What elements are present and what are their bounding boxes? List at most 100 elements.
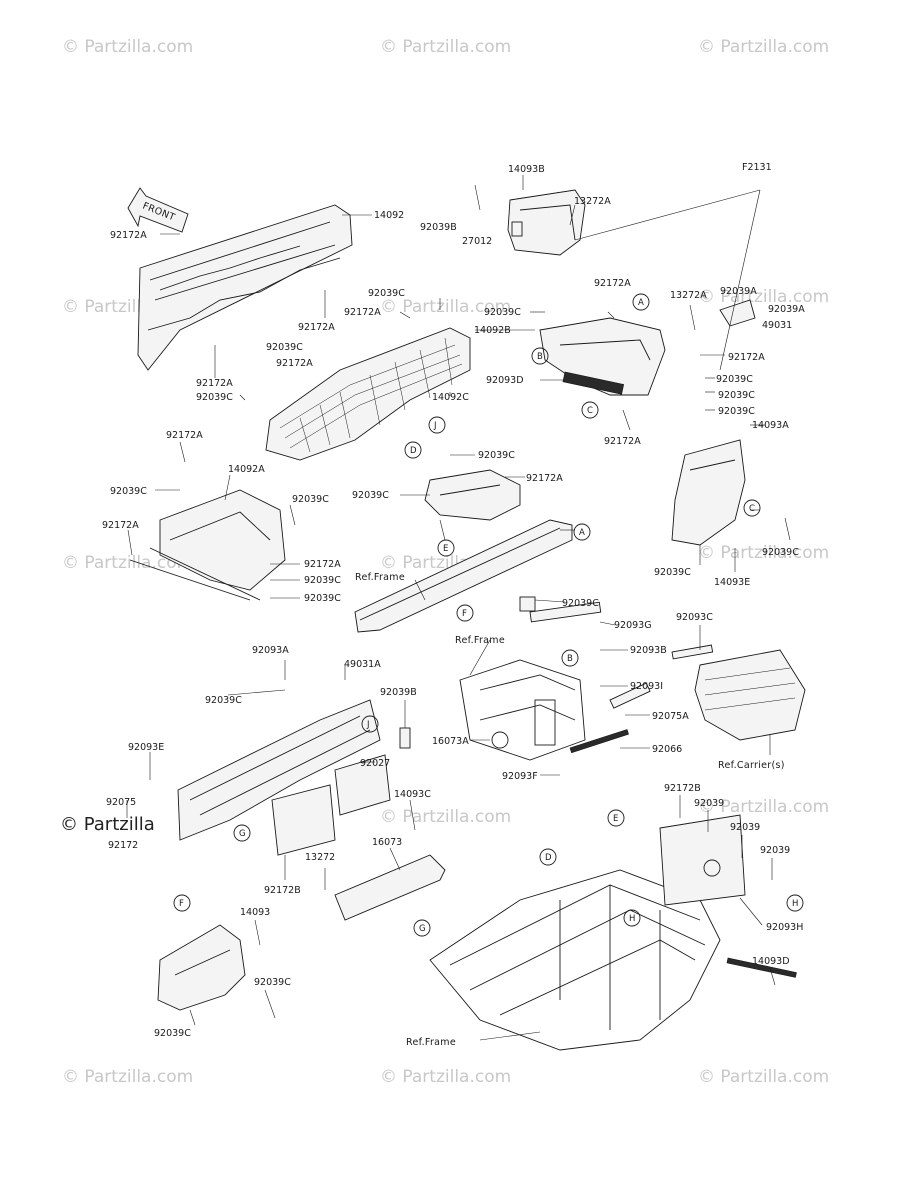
- front-arrow: FRONT: [127, 187, 189, 233]
- side-watermark: © Partzilla: [60, 814, 155, 835]
- part-labels: 14092 92172A 92172A 92172A 92039C 14093B…: [102, 164, 805, 1039]
- watermark-text: © Partzilla.com: [62, 1067, 193, 1087]
- callout-letter: G: [239, 829, 246, 839]
- part-label: 92093C: [676, 612, 713, 623]
- part-14092-drawing: [137, 204, 353, 371]
- ref-frame-label: Ref.Frame: [406, 1037, 456, 1048]
- part-label: 92172A: [304, 559, 341, 570]
- callout-circle: J: [361, 715, 379, 733]
- callout-circle: A: [632, 293, 650, 311]
- part-label: 13272A: [574, 196, 611, 207]
- part-label: 92039C: [292, 494, 329, 505]
- part-14093D-drawing: [157, 924, 246, 1011]
- callout-letter: A: [579, 528, 585, 538]
- part-label: 92039: [730, 822, 760, 833]
- callout-letter: H: [629, 914, 635, 924]
- watermark-text: © Partzilla.com: [698, 1067, 829, 1087]
- frame-beam-drawing: [354, 519, 573, 633]
- ref-frame-label: Ref.Frame: [355, 572, 405, 583]
- part-label: 92172A: [298, 322, 335, 333]
- callout-circle: A: [573, 523, 591, 541]
- part-label: 92093H: [766, 922, 803, 933]
- callout-letter: A: [638, 298, 644, 308]
- callout-letter: H: [792, 899, 798, 909]
- part-label: 14093B: [508, 164, 545, 175]
- part-label: 92027: [360, 758, 390, 769]
- part-14092C-drawing: [265, 327, 471, 461]
- callout-circle: E: [437, 539, 455, 557]
- part-label: 92172: [108, 840, 138, 851]
- ref-frame-label: Ref.Frame: [455, 635, 505, 646]
- part-label: 92039C: [718, 406, 755, 417]
- part-label: 92075: [106, 797, 136, 808]
- part-label: 92172A: [594, 278, 631, 289]
- part-label: 49031A: [344, 659, 381, 670]
- part-label: 14092: [374, 210, 404, 221]
- part-label: 92172A: [276, 358, 313, 369]
- part-label: 92172B: [264, 885, 301, 896]
- part-label: 92066: [652, 744, 682, 755]
- callout-letter: D: [410, 446, 417, 456]
- part-14093B-drawing: [507, 189, 586, 256]
- part-label: 92039B: [420, 222, 457, 233]
- watermark-text: © Partzilla.com: [380, 807, 511, 827]
- part-label: 92172A: [110, 230, 147, 241]
- callout-circle: D: [539, 848, 557, 866]
- part-label: 92039C: [762, 547, 799, 558]
- part-label: 92172A: [526, 473, 563, 484]
- callout-circle: G: [233, 824, 251, 842]
- watermark-text: © Partzilla.com: [62, 553, 193, 573]
- watermark-text: © Partzilla.com: [698, 37, 829, 57]
- part-label: 92039C: [254, 977, 291, 988]
- part-92093G-drawing: [519, 596, 536, 612]
- part-49031-drawing: [719, 299, 756, 327]
- watermark-text: © Partzilla.com: [380, 297, 511, 317]
- part-label: 14093E: [714, 577, 750, 588]
- part-label: 92039C: [304, 593, 341, 604]
- callout-letter: G: [419, 924, 426, 934]
- callout-circle: J: [428, 416, 446, 434]
- watermark-text: © Partzilla.com: [62, 37, 193, 57]
- reference-labels: Ref.Frame Ref.Frame Ref.Carrier(s) Ref.F…: [355, 572, 784, 1048]
- callout-circle: G: [413, 919, 431, 937]
- callouts: A B C J D E A C F B J G E D H H F G: [173, 293, 804, 937]
- callout-letter: J: [366, 720, 370, 730]
- main-frame-drawing: [429, 869, 721, 1051]
- part-label: 92039C: [196, 392, 233, 403]
- part-label: 92039C: [304, 575, 341, 586]
- callout-letter: B: [537, 352, 543, 362]
- part-label: 92039C: [368, 288, 405, 299]
- callout-circle: H: [786, 894, 804, 912]
- part-label: 92039A: [720, 286, 757, 297]
- part-label: 92172A: [166, 430, 203, 441]
- part-label: 92039C: [266, 342, 303, 353]
- part-label: 92172A: [102, 520, 139, 531]
- callout-letter: B: [567, 654, 573, 664]
- callout-circle: C: [581, 401, 599, 419]
- part-14092A-drawing: [129, 489, 286, 601]
- part-92093C-drawing: [529, 601, 602, 623]
- part-label: 92172A: [604, 436, 641, 447]
- part-label: 92093A: [252, 645, 289, 656]
- part-16073-drawing: [271, 784, 336, 856]
- callout-circle: F: [173, 894, 191, 912]
- part-14093A-drawing: [424, 469, 521, 521]
- part-label: 92093B: [630, 645, 667, 656]
- part-label: 92093G: [614, 620, 652, 631]
- part-label: 92093F: [502, 771, 538, 782]
- part-label: 92039C: [352, 490, 389, 501]
- part-label: 92039C: [716, 374, 753, 385]
- part-label: 92039B: [380, 687, 417, 698]
- callout-letter: F: [462, 609, 467, 619]
- watermark-text: © Partzilla.com: [380, 37, 511, 57]
- callout-circle: D: [404, 441, 422, 459]
- part-label: 14093C: [394, 789, 431, 800]
- part-92093D-drawing: [562, 371, 625, 395]
- part-92093E-drawing: [609, 682, 651, 709]
- part-label: 16073A: [432, 736, 469, 747]
- figure-code: F2131: [742, 162, 772, 173]
- leader-lines: [126, 175, 791, 1041]
- part-label: 92039C: [562, 598, 599, 609]
- callout-letter: J: [433, 421, 437, 431]
- part-label: 92039: [694, 798, 724, 809]
